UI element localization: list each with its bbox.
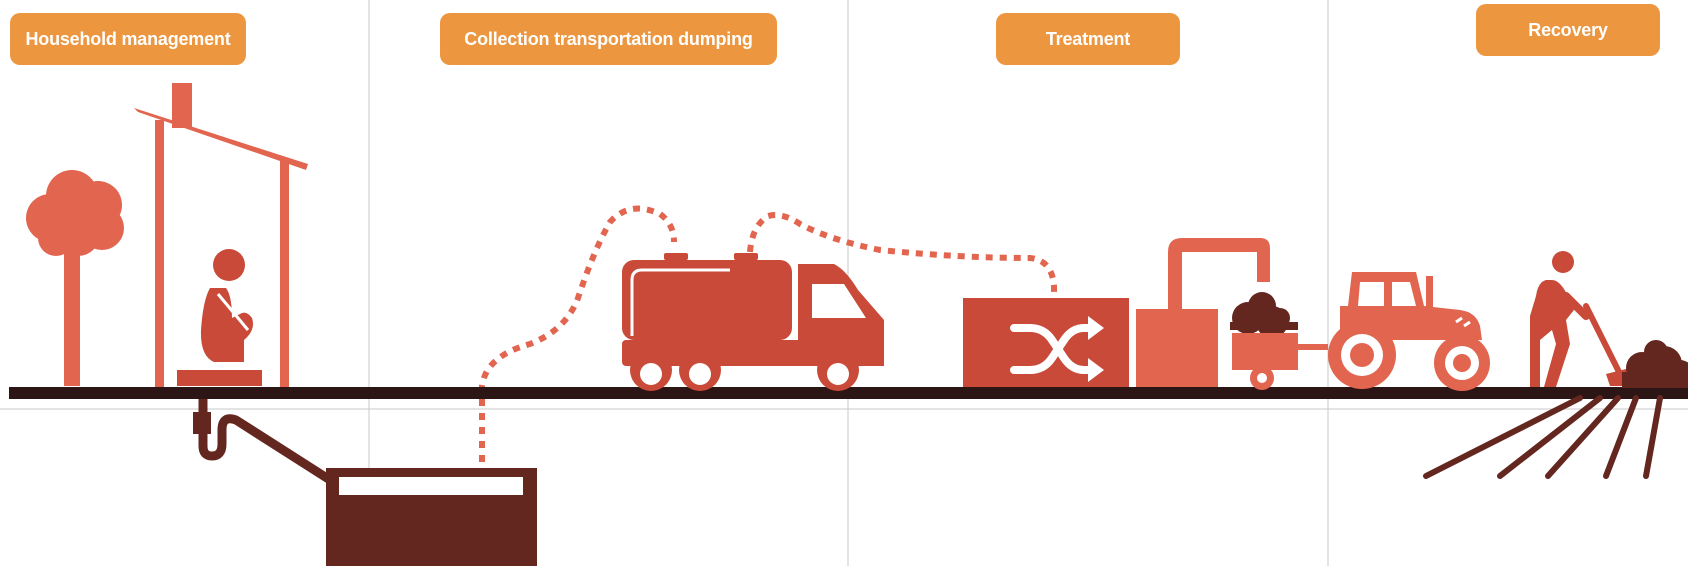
stage-label-household: Household management [10,13,246,65]
ground-line [9,387,1688,399]
septic-tank-icon [326,468,537,566]
sludge-trailer-icon [1230,292,1328,390]
soil-roots-lines [1423,395,1663,479]
person-squatting-icon [177,249,262,386]
latrine-shelter-icon [134,83,308,388]
tree-icon [26,170,124,386]
drain-trap-icon [193,412,211,434]
drying-unit-icon [1136,238,1270,387]
drain-pipe-icon [198,391,335,485]
stage-label-recovery: Recovery [1476,4,1660,56]
suction-hose-lines [479,205,1057,462]
shuffle-icon [1010,316,1104,382]
tractor-icon [1328,272,1490,391]
vacuum-truck-icon [622,253,884,391]
stage-label-treatment: Treatment [996,13,1180,65]
stage-label-collection: Collection transportation dumping [440,13,777,65]
treatment-plant-icon [963,298,1129,387]
sludge-heap-icon [1622,340,1688,388]
worker-shoveling-icon [1530,251,1630,387]
